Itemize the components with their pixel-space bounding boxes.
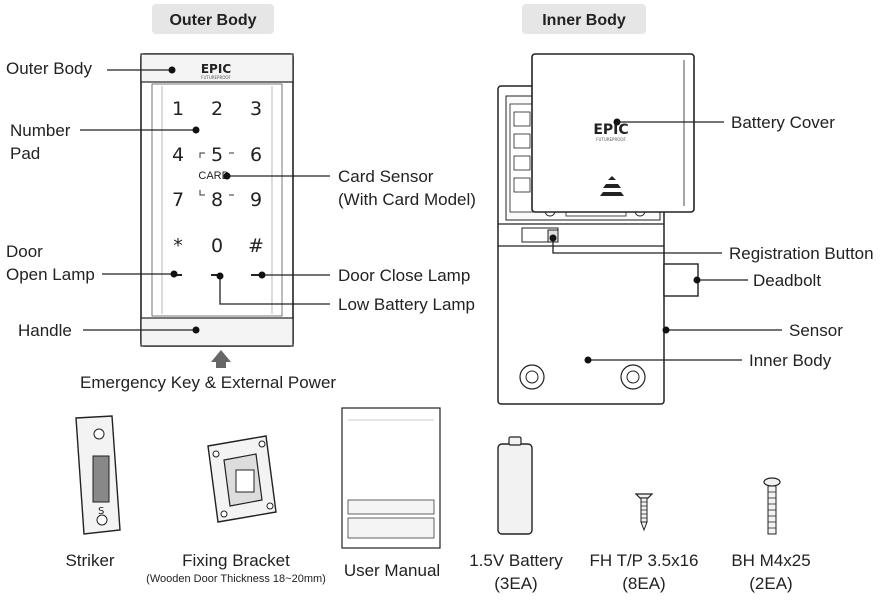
label-inner-body: Inner Body (749, 351, 832, 370)
inner-leaders (552, 121, 782, 361)
card-zone-brackets (199, 152, 234, 196)
inner-dots (549, 118, 701, 364)
inner-logo: EPIC (593, 122, 628, 138)
key-hash[interactable]: # (248, 235, 264, 257)
label-fixing-bracket-sub: (Wooden Door Thickness 18~20mm) (146, 573, 326, 585)
label-bh-screw-qty: (2EA) (749, 574, 792, 593)
striker-image: S (75, 415, 121, 535)
label-deadbolt: Deadbolt (753, 271, 821, 290)
inner-body-device (497, 53, 699, 405)
card-mark: CARD (198, 170, 229, 182)
outer-logo-tagline: FUTUREPROOF (201, 75, 231, 80)
key-0[interactable]: 0 (211, 235, 223, 257)
label-card-sensor: Card Sensor (338, 167, 434, 186)
label-fh-screw-qty: (8EA) (622, 574, 665, 593)
label-door: Door (6, 242, 43, 261)
svg-text:S: S (98, 506, 104, 517)
fixing-bracket-image (207, 435, 277, 523)
key-4[interactable]: 4 (172, 144, 184, 166)
label-pad: Pad (10, 144, 40, 163)
label-striker: Striker (65, 551, 114, 570)
label-fh-screw: FH T/P 3.5x16 (590, 551, 699, 570)
outer-logo: EPIC (201, 62, 231, 76)
label-number: Number (10, 121, 71, 140)
bh-screw-image (763, 477, 781, 535)
label-battery: 1.5V Battery (469, 551, 563, 570)
bell-icon (600, 176, 624, 196)
label-low-battery: Low Battery Lamp (338, 295, 475, 314)
label-outer-body: Outer Body (6, 59, 92, 78)
battery-image (497, 436, 533, 535)
outer-header-bg (152, 4, 274, 34)
fh-screw-image (634, 493, 654, 532)
key-2[interactable]: 2 (211, 98, 223, 120)
number-pad: 1 2 3 4 5 6 7 8 9 * 0 # CARD (172, 98, 264, 257)
label-battery-cover: Battery Cover (731, 113, 835, 132)
key-7[interactable]: 7 (172, 189, 184, 211)
key-6[interactable]: 6 (250, 144, 262, 166)
label-handle: Handle (18, 321, 72, 340)
label-battery-qty: (3EA) (494, 574, 537, 593)
user-manual-image (341, 407, 441, 549)
arrow-up-icon (211, 350, 231, 368)
outer-leaders (80, 69, 330, 331)
label-with-card: (With Card Model) (338, 190, 476, 209)
outer-dots (168, 66, 266, 334)
label-user-manual: User Manual (344, 561, 440, 580)
label-bh-screw: BH M4x25 (731, 551, 810, 570)
key-1[interactable]: 1 (172, 98, 184, 120)
label-sensor: Sensor (789, 321, 843, 340)
key-star[interactable]: * (173, 235, 183, 257)
inner-header: Inner Body (542, 12, 626, 29)
label-emergency: Emergency Key & External Power (80, 373, 336, 392)
label-registration: Registration Button (729, 244, 874, 263)
outer-header: Outer Body (169, 12, 256, 29)
key-8[interactable]: 8 (211, 189, 223, 211)
outer-body-device: EPIC FUTUREPROOF (140, 53, 294, 347)
key-3[interactable]: 3 (250, 98, 262, 120)
key-9[interactable]: 9 (250, 189, 262, 211)
label-fixing-bracket: Fixing Bracket (182, 551, 290, 570)
inner-logo-tagline: FUTUREPROOF (596, 137, 626, 142)
label-open-lamp: Open Lamp (6, 265, 95, 284)
label-door-close: Door Close Lamp (338, 266, 470, 285)
key-5[interactable]: 5 (211, 144, 223, 166)
inner-header-bg (522, 4, 646, 34)
